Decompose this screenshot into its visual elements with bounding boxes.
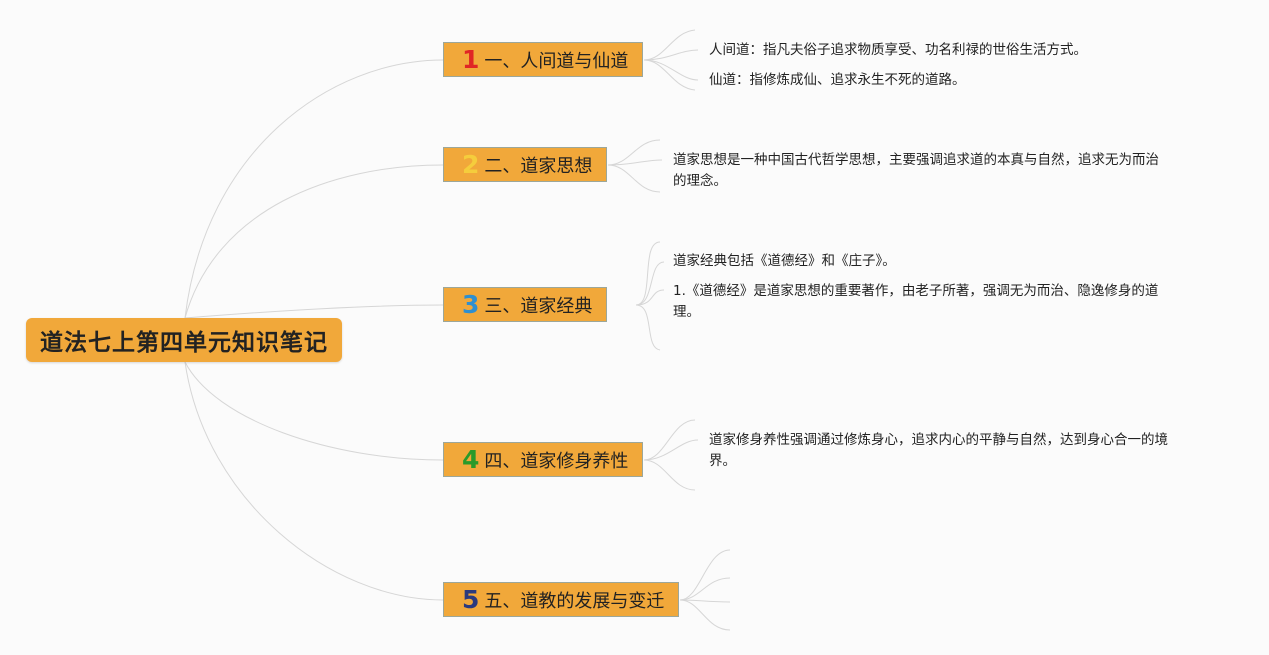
leaf-text[interactable]: 道家思想是一种中国古代哲学思想，主要强调追求道的本真与自然，追求无为而治的理念。 [673, 152, 1159, 189]
connector-root-b3 [184, 304, 444, 319]
number-4-icon: 4 [462, 445, 480, 474]
number-5-icon: 5 [462, 585, 480, 614]
branch-topic-3[interactable]: 3 三、道家经典 [443, 287, 608, 322]
number-3-icon: 3 [462, 290, 480, 319]
number-1-icon: 1 [462, 45, 480, 74]
branch-topic-5[interactable]: 5 五、道教的发展与变迁 [443, 582, 680, 617]
root-topic[interactable]: 道法七上第四单元知识笔记 [26, 318, 342, 362]
branch-label: 四、道家修身养性 [484, 450, 629, 472]
branch-topic-4[interactable]: 4 四、道家修身养性 [443, 442, 644, 477]
branch-label: 一、人间道与仙道 [484, 50, 629, 72]
branch-topic-2[interactable]: 2 二、道家思想 [443, 147, 608, 182]
number-2-icon: 2 [462, 150, 480, 179]
leaf-text[interactable]: 道家修身养性强调通过修炼身心，追求内心的平静与自然，达到身心合一的境界。 [709, 432, 1168, 469]
branch-label: 三、道家经典 [484, 295, 593, 317]
branch-label: 二、道家思想 [484, 155, 593, 177]
connector-root-b4 [184, 361, 444, 461]
leaf-text[interactable]: 道家经典包括《道德经》和《庄子》。 [673, 253, 896, 269]
root-title: 道法七上第四单元知识笔记 [40, 330, 328, 356]
connector-root-b5 [184, 361, 444, 601]
leaf-text[interactable]: 1.《道德经》是道家思想的重要著作，由老子所著，强调无为而治、隐逸修身的道理。 [673, 283, 1159, 320]
leaf-text[interactable]: 人间道：指凡夫俗子追求物质享受、功名利禄的世俗生活方式。 [709, 42, 1087, 58]
leaf-text[interactable]: 仙道：指修炼成仙、追求永生不死的道路。 [709, 72, 966, 88]
branch-topic-1[interactable]: 1 一、人间道与仙道 [443, 42, 644, 77]
branch-label: 五、道教的发展与变迁 [484, 590, 665, 612]
connector-root-b1 [184, 59, 444, 319]
connector-root-b2 [184, 164, 444, 319]
